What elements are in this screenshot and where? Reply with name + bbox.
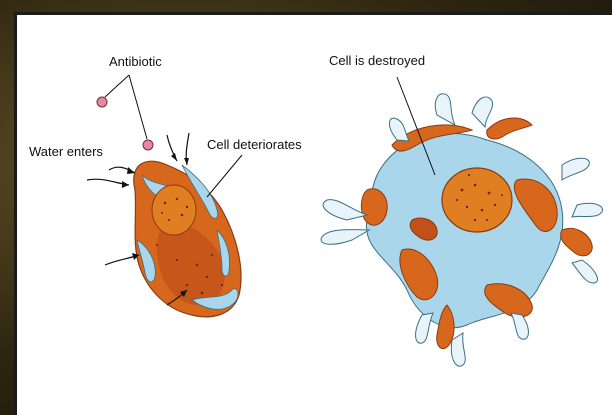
nucleus	[152, 185, 196, 235]
diagram-canvas: Antibiotic Water enters Cell deteriorate…	[17, 15, 612, 415]
label-cell-destroyed: Cell is destroyed	[329, 53, 425, 68]
antibiotic-molecule-icon	[97, 97, 107, 107]
membrane-fragment	[487, 118, 532, 139]
label-water-enters: Water enters	[29, 144, 103, 159]
antibiotic-molecule-icon	[143, 140, 153, 150]
nucleus	[442, 168, 512, 232]
diagram-panel: Antibiotic Water enters Cell deteriorate…	[14, 12, 612, 415]
destroyed-cell	[321, 94, 603, 367]
membrane-fragment	[361, 189, 387, 226]
label-antibiotic: Antibiotic	[109, 54, 162, 69]
membrane-fragment	[561, 228, 593, 255]
label-cell-deteriorates: Cell deteriorates	[207, 137, 302, 152]
deteriorating-cell	[87, 133, 241, 317]
